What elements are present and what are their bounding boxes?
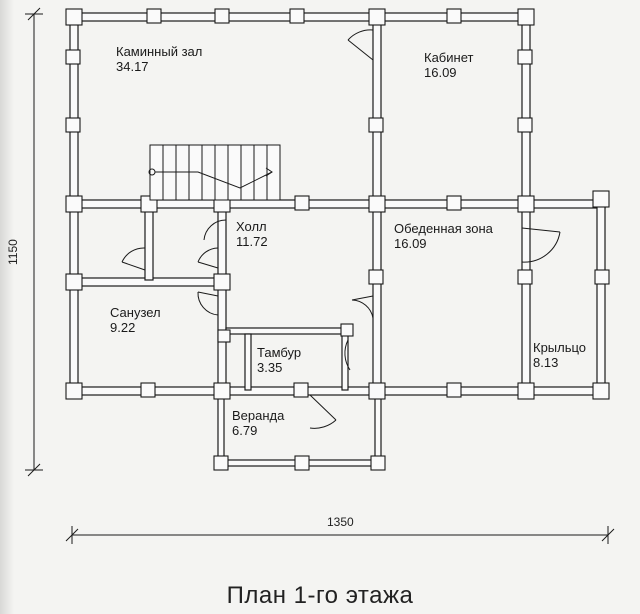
room-area: 34.17: [116, 59, 149, 74]
door-porch: [521, 227, 561, 263]
wall-veranda-right: [374, 394, 382, 466]
wall-right-upper: [521, 12, 531, 204]
dimension-height-label: 1150: [6, 239, 20, 265]
dimension-line-vertical: [25, 7, 43, 477]
room-name: Холл: [236, 219, 267, 234]
page-shadow: [0, 0, 14, 614]
room-name: Санузел: [110, 305, 161, 320]
wall-closet-divider: [144, 207, 154, 281]
room-kabinet: Кабинет 16.09: [424, 50, 473, 80]
dimension-width-label: 1350: [327, 515, 354, 529]
room-krylco: Крыльцо 8.13: [533, 340, 586, 370]
wall-hall-left: [217, 207, 227, 396]
room-tambur: Тамбур 3.35: [257, 345, 301, 375]
room-area: 16.09: [394, 236, 427, 251]
room-area: 11.72: [236, 234, 268, 249]
wall-tambur-top: [225, 327, 349, 335]
door-hall-kamin: [203, 219, 227, 242]
room-obedennaya-zona: Обеденная зона 16.09: [394, 221, 493, 251]
wall-right-porch: [596, 194, 606, 396]
room-area: 9.22: [110, 320, 136, 335]
door-hall-closet: [197, 247, 219, 269]
room-kaminny-zal: Каминный зал 34.17: [116, 44, 202, 74]
room-name: Обеденная зона: [394, 221, 493, 236]
door-closet: [121, 247, 146, 271]
room-veranda: Веранда 6.79: [232, 408, 284, 438]
door-sanuzel: [197, 291, 219, 316]
room-name: Каминный зал: [116, 44, 203, 59]
wall-tambur-left: [244, 333, 252, 391]
room-area: 3.35: [257, 360, 283, 375]
room-area: 6.79: [232, 423, 258, 438]
wall-porch-left: [521, 207, 531, 396]
room-name: Веранда: [232, 408, 285, 423]
room-area: 8.13: [533, 355, 559, 370]
wall-veranda-left: [217, 394, 225, 466]
room-holl: Холл 11.72: [236, 219, 268, 249]
staircase: [148, 144, 281, 201]
room-name: Тамбур: [257, 345, 302, 360]
room-name: Кабинет: [424, 50, 474, 65]
door-kabinet: [347, 29, 374, 61]
room-name: Крыльцо: [533, 340, 587, 355]
room-sanuzel: Санузел 9.22: [110, 305, 161, 335]
dimension-line-horizontal: [65, 526, 615, 544]
door-dining: [351, 295, 374, 319]
door-tambur-side: [344, 339, 351, 371]
room-area: 16.09: [424, 65, 457, 80]
door-tambur-veranda: [309, 394, 337, 429]
plan-title: План 1-го этажа: [226, 582, 414, 609]
